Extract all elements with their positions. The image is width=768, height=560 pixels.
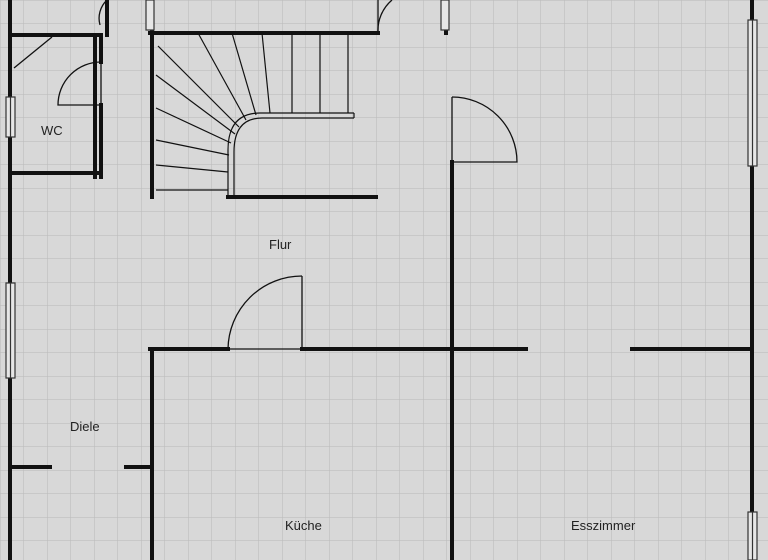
room-label-wc: WC	[41, 123, 63, 138]
stair-treads	[155, 32, 349, 191]
staircase	[155, 32, 355, 197]
room-label-kueche: Küche	[285, 518, 322, 533]
door-esszimmer-swing	[451, 96, 518, 163]
room-labels: WC Flur Diele Küche Esszimmer	[41, 123, 636, 533]
stair-handrail-outer	[227, 112, 354, 197]
stair-handrail-inner	[233, 117, 354, 197]
door-wc-closet-leaf	[13, 36, 53, 69]
window-top-b	[440, 0, 450, 31]
door-top-left-swing	[98, 0, 108, 26]
windows	[5, 0, 758, 560]
room-label-diele: Diele	[70, 419, 100, 434]
window-top-a	[145, 0, 155, 31]
walls	[8, 0, 754, 560]
room-label-esszimmer: Esszimmer	[571, 518, 636, 533]
room-label-flur: Flur	[269, 237, 292, 252]
door-wc-swing	[57, 61, 102, 106]
door-kueche-swing	[227, 275, 303, 350]
doors	[13, 0, 518, 350]
